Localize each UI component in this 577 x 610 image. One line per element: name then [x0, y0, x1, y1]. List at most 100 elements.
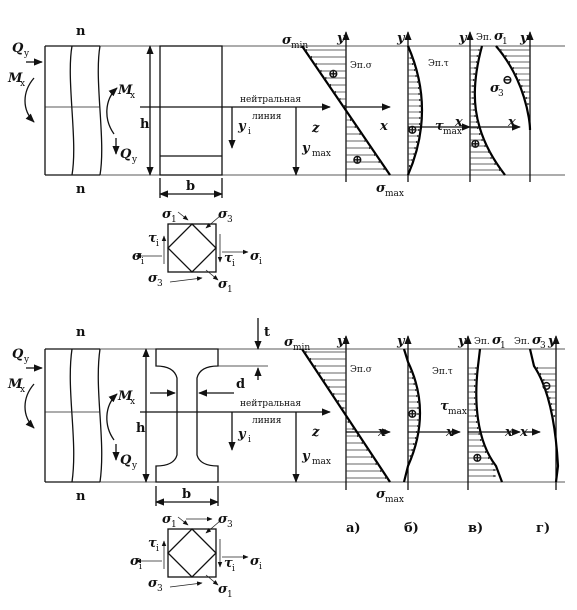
svg-text:Эп.: Эп. — [476, 33, 492, 43]
bottom-h-dimension: h — [136, 348, 150, 483]
caption-d: г) — [536, 521, 550, 536]
svg-text:b: b — [186, 179, 195, 194]
svg-text:1: 1 — [500, 341, 506, 351]
svg-text:σ: σ — [148, 271, 158, 286]
svg-text:3: 3 — [227, 520, 233, 530]
svg-text:x: x — [507, 115, 516, 130]
section-label-n-bottom-2: n — [76, 489, 86, 504]
svg-text:Эп.τ: Эп.τ — [432, 367, 453, 377]
svg-text:max: max — [312, 457, 331, 467]
svg-text:нейтральная: нейтральная — [240, 95, 301, 105]
svg-text:σ: σ — [494, 29, 504, 44]
svg-text:σ: σ — [376, 487, 386, 502]
svg-text:3: 3 — [498, 89, 504, 99]
svg-text:x: x — [504, 425, 513, 440]
svg-text:z: z — [311, 121, 320, 136]
svg-text:Эп.τ: Эп.τ — [428, 59, 449, 69]
top-stress-element: σ 1 σ 3 τ i σ i τ i σ i σ 3 σ 1 — [132, 207, 262, 295]
svg-text:x: x — [454, 115, 463, 130]
svg-text:b: b — [182, 487, 191, 502]
svg-text:3: 3 — [157, 279, 163, 289]
svg-text:i: i — [232, 259, 235, 269]
svg-text:Эп.: Эп. — [474, 337, 490, 347]
svg-text:⊕: ⊕ — [407, 407, 418, 422]
svg-text:линия: линия — [252, 112, 282, 122]
svg-text:Эп.: Эп. — [514, 337, 530, 347]
svg-text:y: y — [237, 119, 247, 134]
svg-text:x: x — [519, 425, 528, 440]
top-h-dimension: h — [140, 45, 154, 176]
svg-text:x: x — [20, 79, 25, 89]
svg-text:τ: τ — [148, 536, 157, 551]
caption-a: а) — [346, 521, 361, 536]
svg-text:Q: Q — [12, 347, 24, 362]
svg-text:y: y — [131, 155, 138, 165]
svg-text:i: i — [141, 257, 144, 267]
svg-text:σ: σ — [492, 333, 502, 348]
top-left-loads: Q y M x — [7, 41, 43, 123]
svg-text:σ: σ — [130, 554, 140, 569]
svg-text:max: max — [443, 127, 462, 137]
svg-text:σ: σ — [218, 207, 228, 222]
svg-text:⊕: ⊕ — [352, 153, 363, 168]
svg-text:⊕: ⊕ — [472, 451, 483, 466]
svg-text:1: 1 — [171, 520, 177, 530]
svg-text:σ: σ — [218, 277, 228, 292]
svg-text:y: y — [458, 31, 468, 46]
top-neutral-axis: нейтральная линия z y i y max — [140, 95, 331, 176]
svg-text:M: M — [7, 377, 23, 392]
svg-text:τ: τ — [224, 251, 233, 266]
svg-text:1: 1 — [227, 285, 233, 295]
svg-text:⊕: ⊕ — [407, 123, 418, 138]
svg-text:σ: σ — [162, 512, 172, 527]
top-sigma-diagram: y x σ min σ max Эп.σ ⊕ ⊕ — [282, 31, 404, 199]
svg-text:max: max — [448, 407, 467, 417]
svg-text:y: y — [519, 31, 529, 46]
top-sigma3-diagram: y ⊖ — [495, 31, 534, 182]
svg-text:3: 3 — [227, 215, 233, 225]
svg-text:σ: σ — [218, 512, 228, 527]
top-tau-diagram: y x Эп.τ τ max ⊕ — [396, 31, 471, 182]
svg-text:σ: σ — [132, 249, 142, 264]
svg-text:i: i — [232, 564, 235, 574]
svg-text:min: min — [291, 41, 308, 51]
svg-text:σ: σ — [282, 33, 292, 48]
svg-text:σ: σ — [376, 181, 386, 196]
svg-text:τ: τ — [435, 119, 444, 134]
svg-text:max: max — [312, 149, 331, 159]
svg-text:i: i — [248, 127, 251, 137]
svg-text:i: i — [156, 239, 159, 249]
svg-text:x: x — [20, 385, 25, 395]
bottom-stress-element: σ 1 σ 3 τ i σ i τ i σ i σ 3 σ 1 — [130, 512, 262, 600]
svg-text:max: max — [385, 189, 404, 199]
svg-text:y: y — [457, 334, 467, 349]
svg-text:y: y — [23, 355, 30, 365]
svg-text:3: 3 — [540, 341, 546, 351]
svg-text:i: i — [259, 257, 262, 267]
svg-text:σ: σ — [284, 335, 294, 350]
svg-text:h: h — [136, 421, 146, 436]
svg-text:нейтральная: нейтральная — [240, 399, 301, 409]
svg-text:i: i — [259, 562, 262, 572]
svg-text:3: 3 — [157, 584, 163, 594]
svg-text:y: y — [131, 461, 138, 471]
svg-text:σ: σ — [532, 333, 542, 348]
svg-text:Q: Q — [12, 41, 24, 56]
section-label-n-top-2: n — [76, 325, 86, 340]
svg-text:x: x — [379, 119, 388, 134]
svg-text:⊕: ⊕ — [328, 67, 339, 82]
svg-text:i: i — [248, 435, 251, 445]
svg-text:σ: σ — [250, 249, 260, 264]
svg-text:M: M — [117, 389, 133, 404]
svg-text:Q: Q — [120, 147, 132, 162]
svg-text:y: y — [301, 449, 311, 464]
svg-text:y: y — [301, 141, 311, 156]
caption-c: в) — [468, 521, 483, 536]
svg-text:τ: τ — [440, 399, 449, 414]
svg-text:τ: τ — [224, 556, 233, 571]
svg-text:x: x — [377, 425, 386, 440]
bottom-ibeam-section: b t d — [150, 318, 270, 506]
svg-text:линия: линия — [252, 416, 282, 426]
svg-text:h: h — [140, 117, 150, 132]
